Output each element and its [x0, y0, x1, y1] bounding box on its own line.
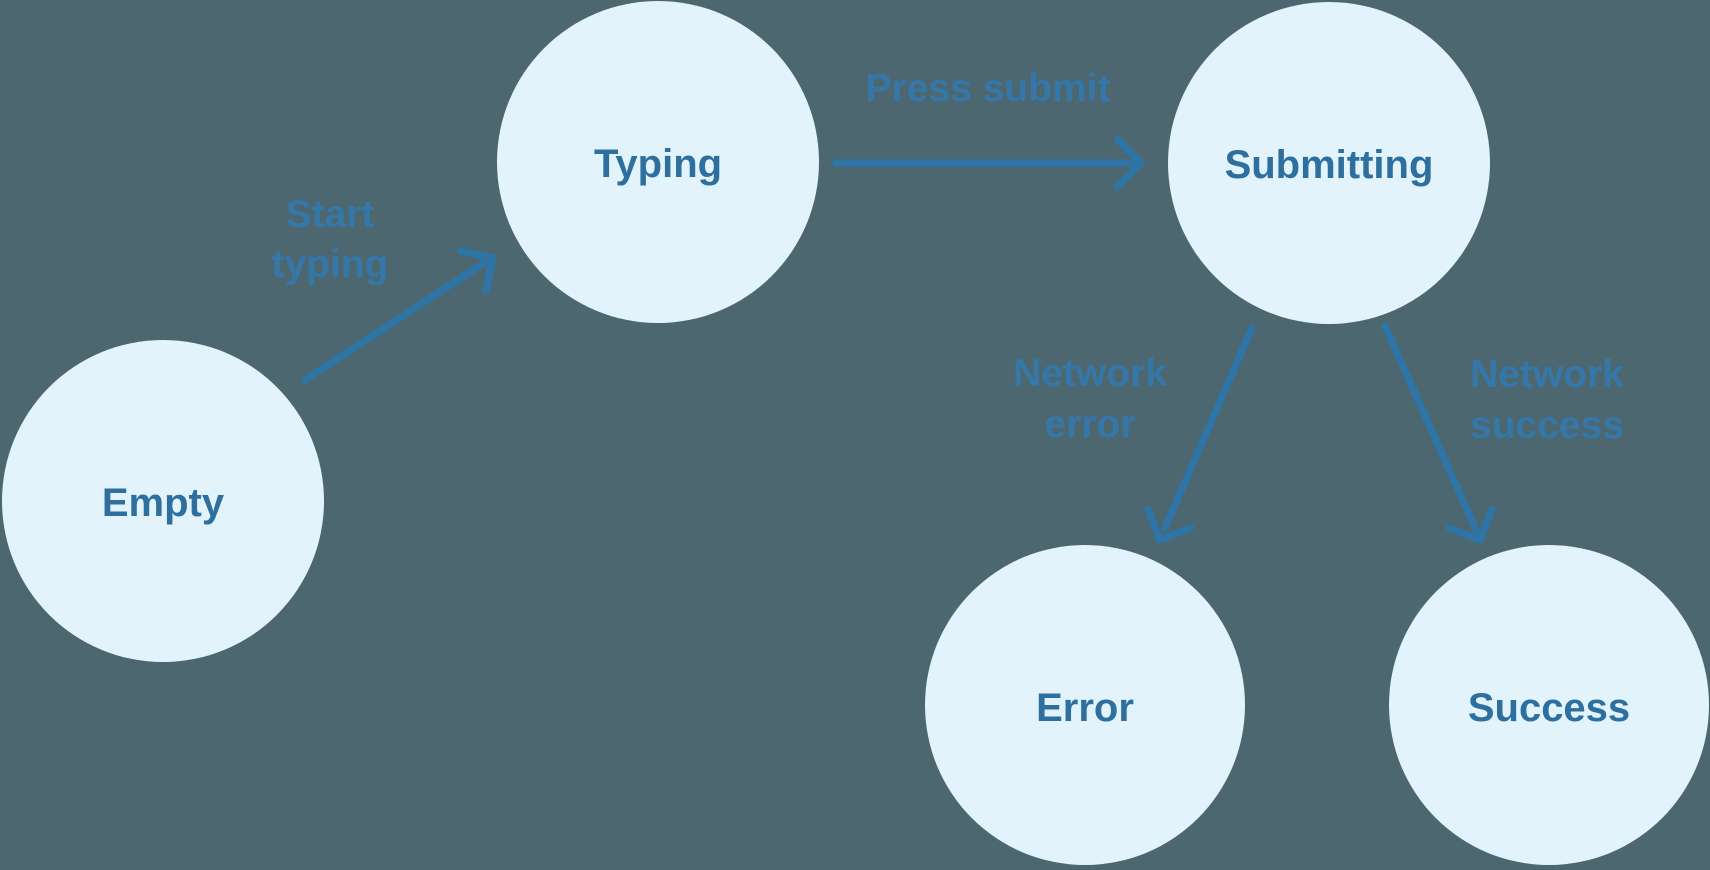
arrowhead-icon	[1113, 135, 1145, 191]
arrowhead-icon	[456, 247, 497, 295]
empty-circle	[2, 340, 324, 662]
typing-label: Typing	[594, 142, 722, 186]
arrowhead-icon	[1144, 505, 1195, 544]
submitting-circle	[1168, 2, 1490, 324]
edge-label-start-typing-line2: typing	[272, 243, 389, 286]
typing-circle	[497, 1, 819, 323]
edge-press-submit: Press submit	[832, 67, 1145, 191]
submitting-label: Submitting	[1225, 143, 1434, 187]
empty-label: Empty	[102, 481, 225, 525]
state-node-empty: Empty	[2, 340, 324, 662]
edge-network-error-line	[1161, 324, 1256, 532]
edge-network-success-line	[1381, 322, 1480, 534]
state-node-success: Success	[1389, 545, 1709, 865]
success-circle	[1389, 545, 1709, 865]
edge-label-network-success-line1: Network	[1470, 353, 1624, 396]
arrowhead-icon	[1445, 505, 1496, 544]
edge-label-press-submit: Press submit	[866, 67, 1111, 110]
edge-label-network-success-line2: success	[1470, 404, 1624, 447]
success-label: Success	[1468, 686, 1630, 730]
error-circle	[925, 545, 1245, 865]
state-node-typing: Typing	[497, 1, 819, 323]
edge-start-typing-line	[301, 259, 488, 384]
edge-network-success: Network success	[1381, 322, 1624, 544]
edge-network-error: Network error	[1013, 324, 1256, 544]
edge-label-network-error-line2: error	[1044, 403, 1135, 446]
state-node-submitting: Submitting	[1168, 2, 1490, 324]
edge-label-network-error-line1: Network	[1013, 352, 1167, 395]
edge-start-typing: Start typing	[272, 193, 497, 384]
edge-label-start-typing-line1: Start	[286, 193, 375, 236]
error-label: Error	[1036, 686, 1134, 730]
state-node-error: Error	[925, 545, 1245, 865]
